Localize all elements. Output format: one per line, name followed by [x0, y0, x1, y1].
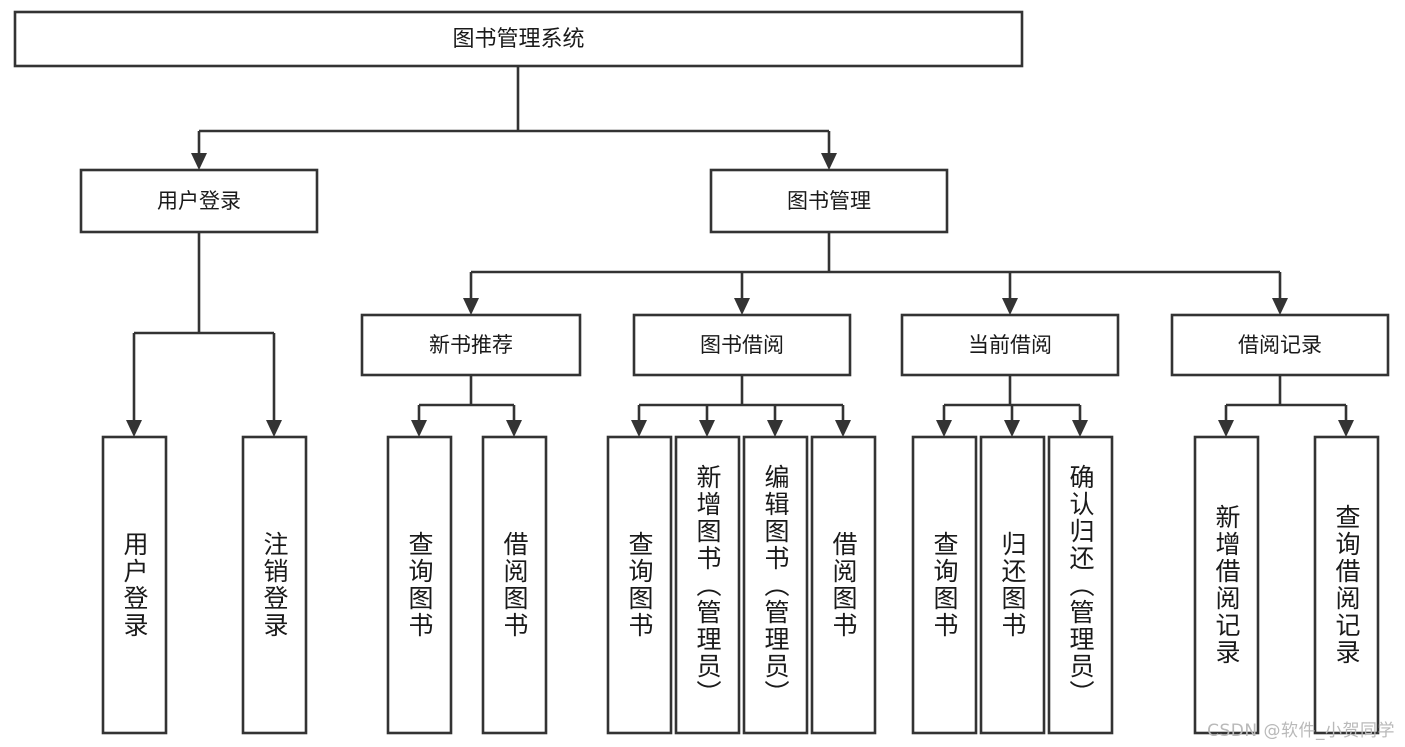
leaf-node-4-box[interactable] [606, 435, 673, 735]
connector-arrowhead [126, 420, 142, 437]
level2-node-1-box[interactable] [709, 168, 949, 234]
leaf-node-5-box[interactable] [674, 435, 741, 735]
leaf-node-3-box[interactable] [481, 435, 548, 735]
level3-node-1-label: 图书借阅 [700, 333, 784, 357]
connector-arrowhead [506, 420, 522, 437]
level2-node-1-label: 图书管理 [787, 189, 871, 213]
level3-node-2-label: 当前借阅 [968, 333, 1052, 357]
connector-arrowhead [699, 420, 715, 437]
connector-arrowhead [1272, 298, 1288, 315]
leaf-node-0-box[interactable] [101, 435, 168, 735]
level3-node-3-label: 借阅记录 [1238, 333, 1322, 357]
connector-arrowhead [1004, 420, 1020, 437]
connectors-layer [126, 66, 1354, 437]
level3-node-0-label: 新书推荐 [429, 333, 513, 357]
connector-arrowhead [767, 420, 783, 437]
connector-arrowhead [1218, 420, 1234, 437]
connector-arrowhead [821, 153, 837, 170]
connector-arrowhead [631, 420, 647, 437]
connector-arrowhead [734, 298, 750, 315]
connector-arrowhead [411, 420, 427, 437]
leaf-node-2-box[interactable] [386, 435, 453, 735]
leaf-node-10-box[interactable] [1047, 435, 1114, 735]
leaf-node-1-box[interactable] [241, 435, 308, 735]
leaf-node-12-box[interactable] [1313, 435, 1380, 735]
leaf-node-7-box[interactable] [810, 435, 877, 735]
root-node-box[interactable] [13, 10, 1024, 68]
root-node-label: 图书管理系统 [452, 27, 584, 52]
connector-arrowhead [1002, 298, 1018, 315]
csdn-watermark: CSDN @软件_小贺同学 [1207, 721, 1395, 741]
level3-node-0-box[interactable] [360, 313, 582, 377]
level3-node-1-box[interactable] [632, 313, 852, 377]
leaf-node-11-box[interactable] [1193, 435, 1260, 735]
leaf-node-6-box[interactable] [742, 435, 809, 735]
level3-node-3-box[interactable] [1170, 313, 1390, 377]
connector-arrowhead [463, 298, 479, 315]
level2-node-0-label: 用户登录 [157, 189, 241, 213]
connector-arrowhead [1072, 420, 1088, 437]
level3-node-2-box[interactable] [900, 313, 1120, 377]
leaf-node-8-box[interactable] [911, 435, 978, 735]
connector-arrowhead [936, 420, 952, 437]
boxes-layer [13, 10, 1390, 735]
connector-arrowhead [835, 420, 851, 437]
connector-arrowhead [1338, 420, 1354, 437]
connector-arrowhead [191, 153, 207, 170]
connector-arrowhead [266, 420, 282, 437]
leaf-node-9-box[interactable] [979, 435, 1046, 735]
level2-node-0-box[interactable] [79, 168, 319, 234]
